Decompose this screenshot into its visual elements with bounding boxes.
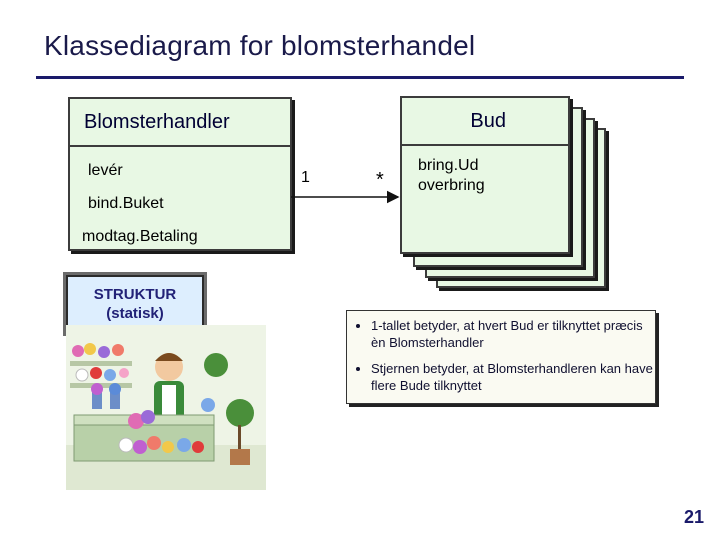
slide-title: Klassediagram for blomsterhandel: [44, 30, 476, 61]
multiplicity-many: *: [376, 169, 384, 191]
class-operations: levér bind.Buket modtag.Betaling: [82, 161, 198, 260]
page-number: 21: [683, 507, 704, 527]
flower-shop-illustration: [66, 325, 266, 490]
class-name: Blomsterhandler: [70, 99, 290, 147]
structure-label-sub: (statisk): [106, 305, 164, 322]
operation: bring.Ud: [418, 157, 479, 174]
structure-label: STRUKTUR (statisk): [63, 272, 207, 336]
structure-label-main: STRUKTUR: [93, 286, 177, 303]
class-bud: Bud bring.Ud overbring: [400, 96, 570, 254]
operation: overbring: [418, 177, 485, 194]
operation: levér: [88, 162, 123, 179]
class-name: Bud: [402, 98, 568, 146]
note-item: 1-tallet betyder, at hvert Bud er tilkny…: [371, 317, 655, 351]
operation: bind.Buket: [88, 195, 164, 212]
class-blomsterhandler: Blomsterhandler levér bind.Buket modtag.…: [68, 97, 292, 251]
note-item: Stjernen betyder, at Blomsterhandleren k…: [371, 360, 655, 394]
multiplicity-one: 1: [301, 169, 310, 186]
class-operations: bring.Ud overbring: [418, 156, 485, 196]
title-divider: [36, 76, 684, 79]
explanation-notes: 1-tallet betyder, at hvert Bud er tilkny…: [346, 310, 656, 404]
operation: modtag.Betaling: [82, 228, 198, 245]
